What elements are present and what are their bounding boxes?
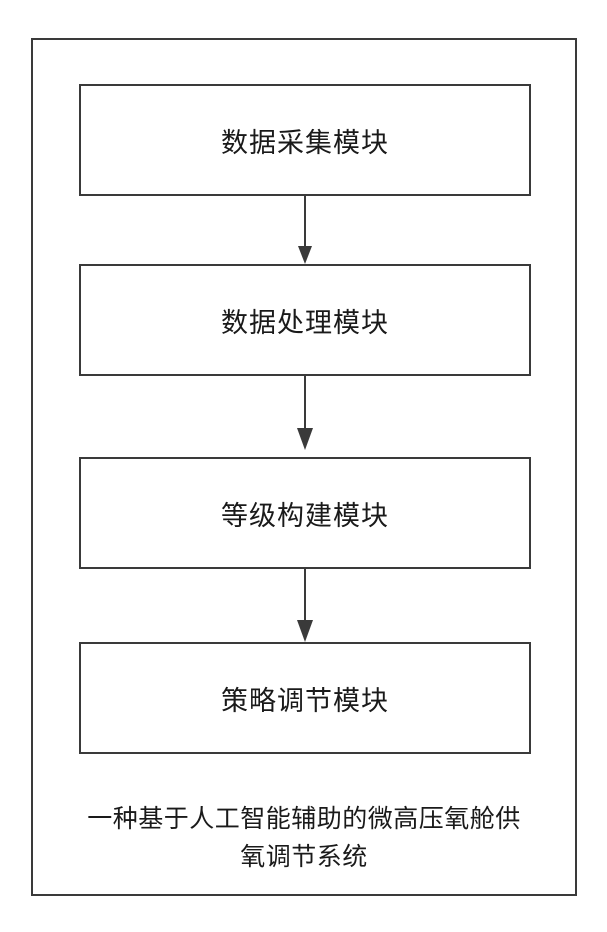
system-name-line-2: 氧调节系统 [36, 838, 572, 876]
system-name-caption: 一种基于人工智能辅助的微高压氧舱供 氧调节系统 [36, 800, 572, 876]
arrow-2-to-3 [297, 376, 313, 450]
system-name-line-1: 一种基于人工智能辅助的微高压氧舱供 [36, 800, 572, 838]
arrow-1-to-2 [298, 196, 312, 264]
arrow-3-to-4 [297, 569, 313, 642]
